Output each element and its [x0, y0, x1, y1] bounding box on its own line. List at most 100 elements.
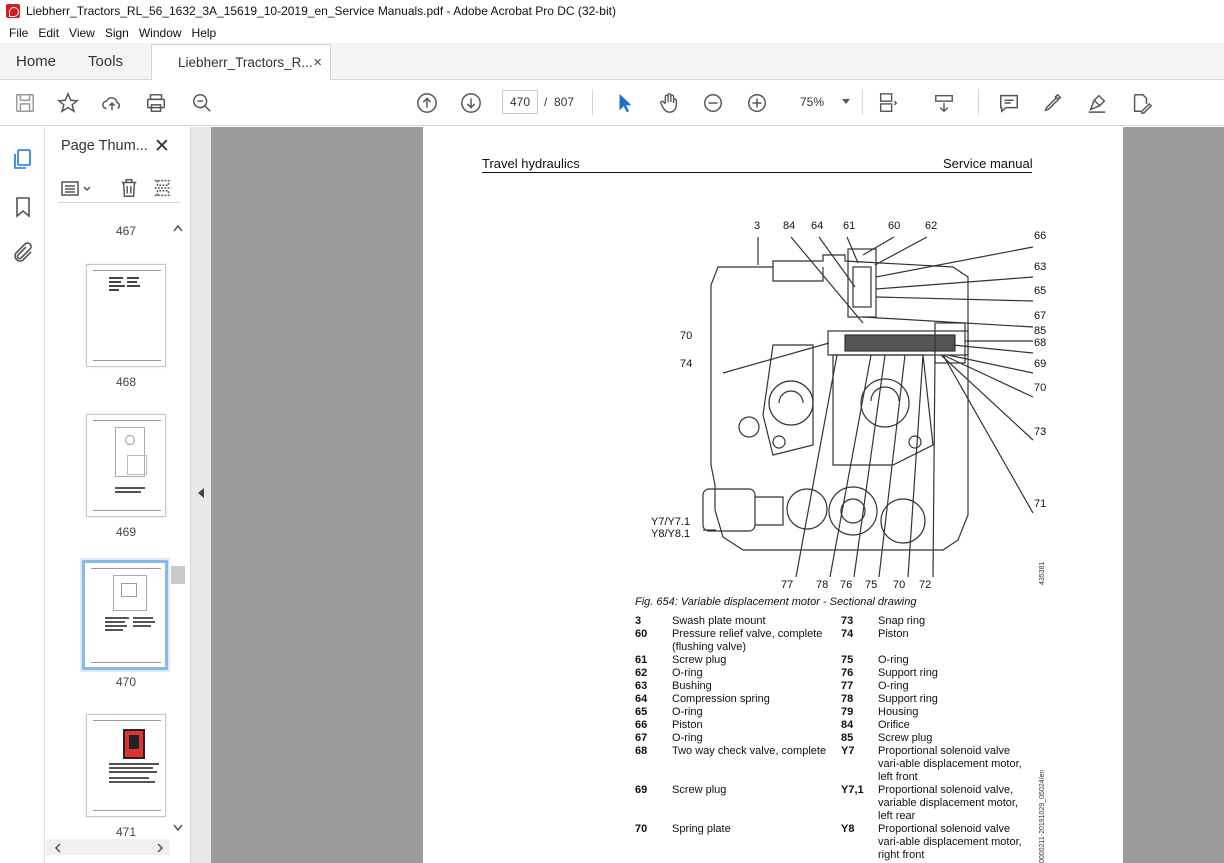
- close-icon[interactable]: ✕: [154, 136, 170, 157]
- thumbnail-label-470: 470: [115, 675, 137, 689]
- scroll-down-icon: [173, 824, 183, 832]
- title-bar: Liebherr_Tractors_RL_56_1632_3A_15619_10…: [0, 0, 1224, 22]
- thumbnails-panel: Page Thum... ✕ 467 468 469: [46, 127, 191, 863]
- print-icon[interactable]: [144, 91, 168, 115]
- thumbnail-page-471[interactable]: [86, 714, 166, 817]
- thumbnail-label-467: 467: [115, 224, 137, 238]
- callout-67: 67: [1034, 310, 1046, 322]
- callout-84: 84: [783, 220, 795, 232]
- delete-page-icon[interactable]: [118, 177, 140, 199]
- tab-document-label: Liebherr_Tractors_R...: [178, 55, 313, 70]
- panel-title: Page Thum...: [61, 138, 148, 154]
- callout-3: 3: [754, 220, 760, 232]
- side-document-id: 0000211-20191029_05024/en: [1039, 769, 1046, 863]
- zoom-in-icon[interactable]: [745, 91, 769, 115]
- callout-70-left: 70: [680, 330, 692, 342]
- menu-help[interactable]: Help: [191, 25, 217, 40]
- thumbnail-label-468: 468: [115, 375, 137, 389]
- callout-72: 72: [919, 579, 931, 590]
- thumbnail-label-471: 471: [115, 825, 137, 839]
- window-title: Liebherr_Tractors_RL_56_1632_3A_15619_10…: [26, 4, 616, 18]
- scroll-mode-icon[interactable]: [932, 91, 956, 115]
- thumbnail-page-470[interactable]: [80, 558, 170, 672]
- callout-85: 85: [1034, 325, 1046, 337]
- zoom-search-icon[interactable]: [190, 91, 214, 115]
- page-header-right: Service manual: [943, 156, 1033, 171]
- tab-tools[interactable]: Tools: [88, 52, 124, 70]
- tab-close-icon[interactable]: ×: [313, 54, 323, 71]
- toolbar-divider: [592, 89, 593, 115]
- star-icon[interactable]: [56, 91, 80, 115]
- acrobat-logo-icon: [6, 4, 20, 18]
- callout-62: 62: [925, 220, 937, 232]
- zoom-level-value: 75%: [800, 95, 825, 109]
- callout-60: 60: [888, 220, 900, 232]
- thumbnails-scrollbar[interactable]: [170, 218, 186, 838]
- callout-68: 68: [1034, 337, 1046, 349]
- drawing-id: 435381: [1039, 562, 1046, 585]
- header-rule: [482, 172, 1032, 173]
- page-number-input[interactable]: 470: [502, 90, 538, 114]
- comment-icon[interactable]: [997, 91, 1021, 115]
- hand-tool-icon[interactable]: [657, 91, 681, 115]
- organize-pages-icon[interactable]: [152, 177, 174, 199]
- upload-cloud-icon[interactable]: [100, 91, 124, 115]
- callout-y8: Y8/Y8.1: [651, 528, 690, 540]
- figure-caption: Fig. 654: Variable displacement motor - …: [635, 596, 917, 608]
- thumbnail-label-469: 469: [115, 525, 137, 539]
- edit-document-icon[interactable]: [1129, 91, 1153, 115]
- callout-77: 77: [781, 579, 793, 590]
- save-icon[interactable]: [13, 91, 37, 115]
- menu-window[interactable]: Window: [138, 25, 182, 40]
- sectional-drawing: 3 84 64 61 60 62 66 63 65 67 85 68 69 70…: [651, 220, 1046, 590]
- callout-74: 74: [680, 358, 692, 370]
- scroll-right-icon: [157, 843, 164, 853]
- select-cursor-icon[interactable]: [613, 91, 637, 115]
- zoom-out-icon[interactable]: [701, 91, 725, 115]
- thumbnail-options-icon[interactable]: [60, 179, 94, 199]
- callout-63: 63: [1034, 261, 1046, 273]
- menu-file[interactable]: File: [9, 25, 29, 40]
- panel-toolbar: [58, 177, 180, 203]
- main-toolbar: [0, 81, 1224, 126]
- callout-76: 76: [840, 579, 852, 590]
- zoom-level-select[interactable]: 75%: [788, 90, 856, 114]
- scrollbar-thumb[interactable]: [171, 566, 185, 584]
- bookmark-icon[interactable]: [11, 195, 35, 219]
- callout-66: 66: [1034, 230, 1046, 242]
- toolbar-divider: [862, 89, 863, 115]
- tab-home[interactable]: Home: [16, 52, 57, 70]
- highlight-pen-icon[interactable]: [1041, 91, 1065, 115]
- callout-75: 75: [865, 579, 877, 590]
- left-rail: [0, 127, 45, 863]
- page-header-left: Travel hydraulics: [482, 156, 580, 171]
- attachment-icon[interactable]: [11, 241, 35, 265]
- page-thumbnails-icon[interactable]: [11, 147, 35, 171]
- menu-sign[interactable]: Sign: [104, 25, 129, 40]
- menu-view[interactable]: View: [69, 25, 95, 40]
- thumbnail-page-469[interactable]: [86, 414, 166, 517]
- pdf-page: Travel hydraulics Service manual: [423, 127, 1123, 863]
- thumbnail-page-468[interactable]: [86, 264, 166, 367]
- tab-bar: Home Tools Liebherr_Tractors_R... ×: [0, 43, 1224, 80]
- callout-y7: Y7/Y7.1: [651, 516, 690, 528]
- callout-64: 64: [811, 220, 823, 232]
- callout-73: 73: [1034, 426, 1046, 438]
- scroll-left-icon: [54, 843, 61, 853]
- callout-78: 78: [816, 579, 828, 590]
- scroll-up-icon: [173, 224, 183, 232]
- next-page-icon[interactable]: [459, 91, 483, 115]
- callout-61: 61: [843, 220, 855, 232]
- previous-page-icon[interactable]: [415, 91, 439, 115]
- collapse-panel-handle[interactable]: [191, 127, 211, 863]
- page-fit-icon[interactable]: [876, 91, 900, 115]
- callout-70-bottom: 70: [893, 579, 905, 590]
- thumbnails-horizontal-scrollbar[interactable]: [46, 839, 170, 855]
- sign-pen-icon[interactable]: [1085, 91, 1109, 115]
- document-viewer[interactable]: Travel hydraulics Service manual: [211, 127, 1224, 863]
- menu-edit[interactable]: Edit: [38, 25, 60, 40]
- tab-document[interactable]: Liebherr_Tractors_R... ×: [151, 44, 332, 80]
- callout-70-right: 70: [1034, 382, 1046, 394]
- toolbar-divider: [978, 89, 979, 115]
